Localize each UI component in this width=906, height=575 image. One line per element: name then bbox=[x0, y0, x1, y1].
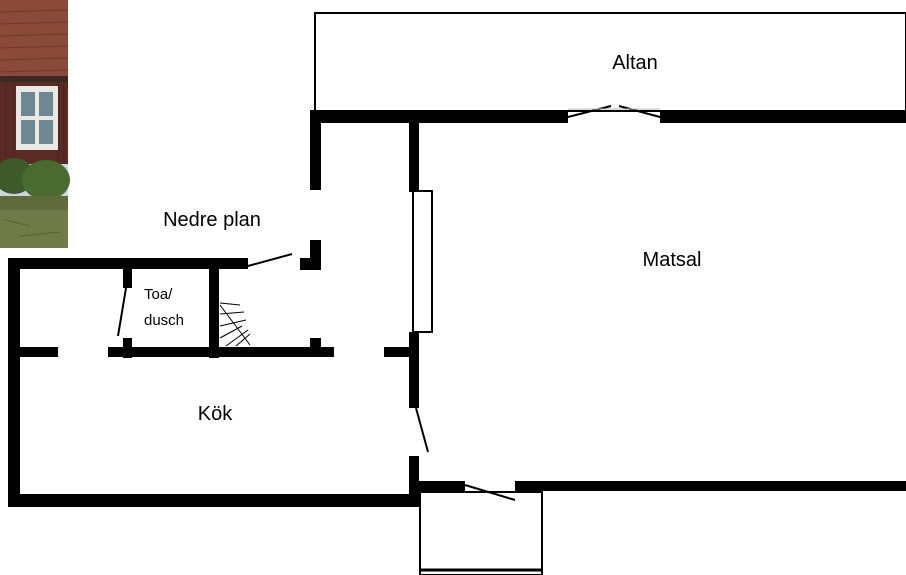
wall-annex-top-stub bbox=[300, 258, 320, 270]
walls bbox=[8, 110, 906, 507]
door-toa bbox=[117, 287, 127, 337]
door-porch bbox=[464, 484, 516, 501]
house-photo bbox=[0, 0, 70, 248]
label-toa-line1: Toa/ bbox=[144, 286, 173, 303]
label-altan: Altan bbox=[612, 52, 658, 74]
altan bbox=[314, 12, 906, 112]
label-kok: Kök bbox=[198, 403, 233, 425]
stairs bbox=[219, 302, 251, 347]
door-entrance bbox=[247, 253, 293, 267]
wall-kok-left bbox=[18, 347, 58, 357]
wall-top-right bbox=[660, 110, 906, 123]
wall-toa-left-top bbox=[123, 268, 132, 288]
door-altan bbox=[567, 105, 661, 118]
door-kok-matsal bbox=[415, 407, 429, 453]
wall-stair-left-lower bbox=[310, 240, 321, 270]
wall-stair-left bbox=[310, 110, 321, 190]
wall-matsal-bottom-right bbox=[515, 481, 906, 491]
wall-top-left bbox=[310, 110, 568, 123]
wall-stub-stair bbox=[310, 338, 321, 357]
glass-panel bbox=[412, 190, 433, 333]
wall-kok-mid bbox=[108, 347, 334, 357]
wall-matsal-bottom-left bbox=[409, 481, 465, 491]
label-nedre-plan: Nedre plan bbox=[163, 209, 261, 231]
wall-toa-right bbox=[209, 268, 219, 358]
label-matsal: Matsal bbox=[643, 249, 702, 271]
porch bbox=[419, 491, 543, 575]
label-toa-line2: dusch bbox=[144, 312, 184, 329]
wall-kok-right bbox=[384, 347, 419, 357]
wall-divider-upper bbox=[409, 110, 419, 192]
wall-annex-left bbox=[8, 258, 20, 507]
wall-bottom bbox=[8, 494, 419, 507]
wall-divider-lower bbox=[409, 332, 419, 408]
wall-annex-top bbox=[8, 258, 248, 269]
